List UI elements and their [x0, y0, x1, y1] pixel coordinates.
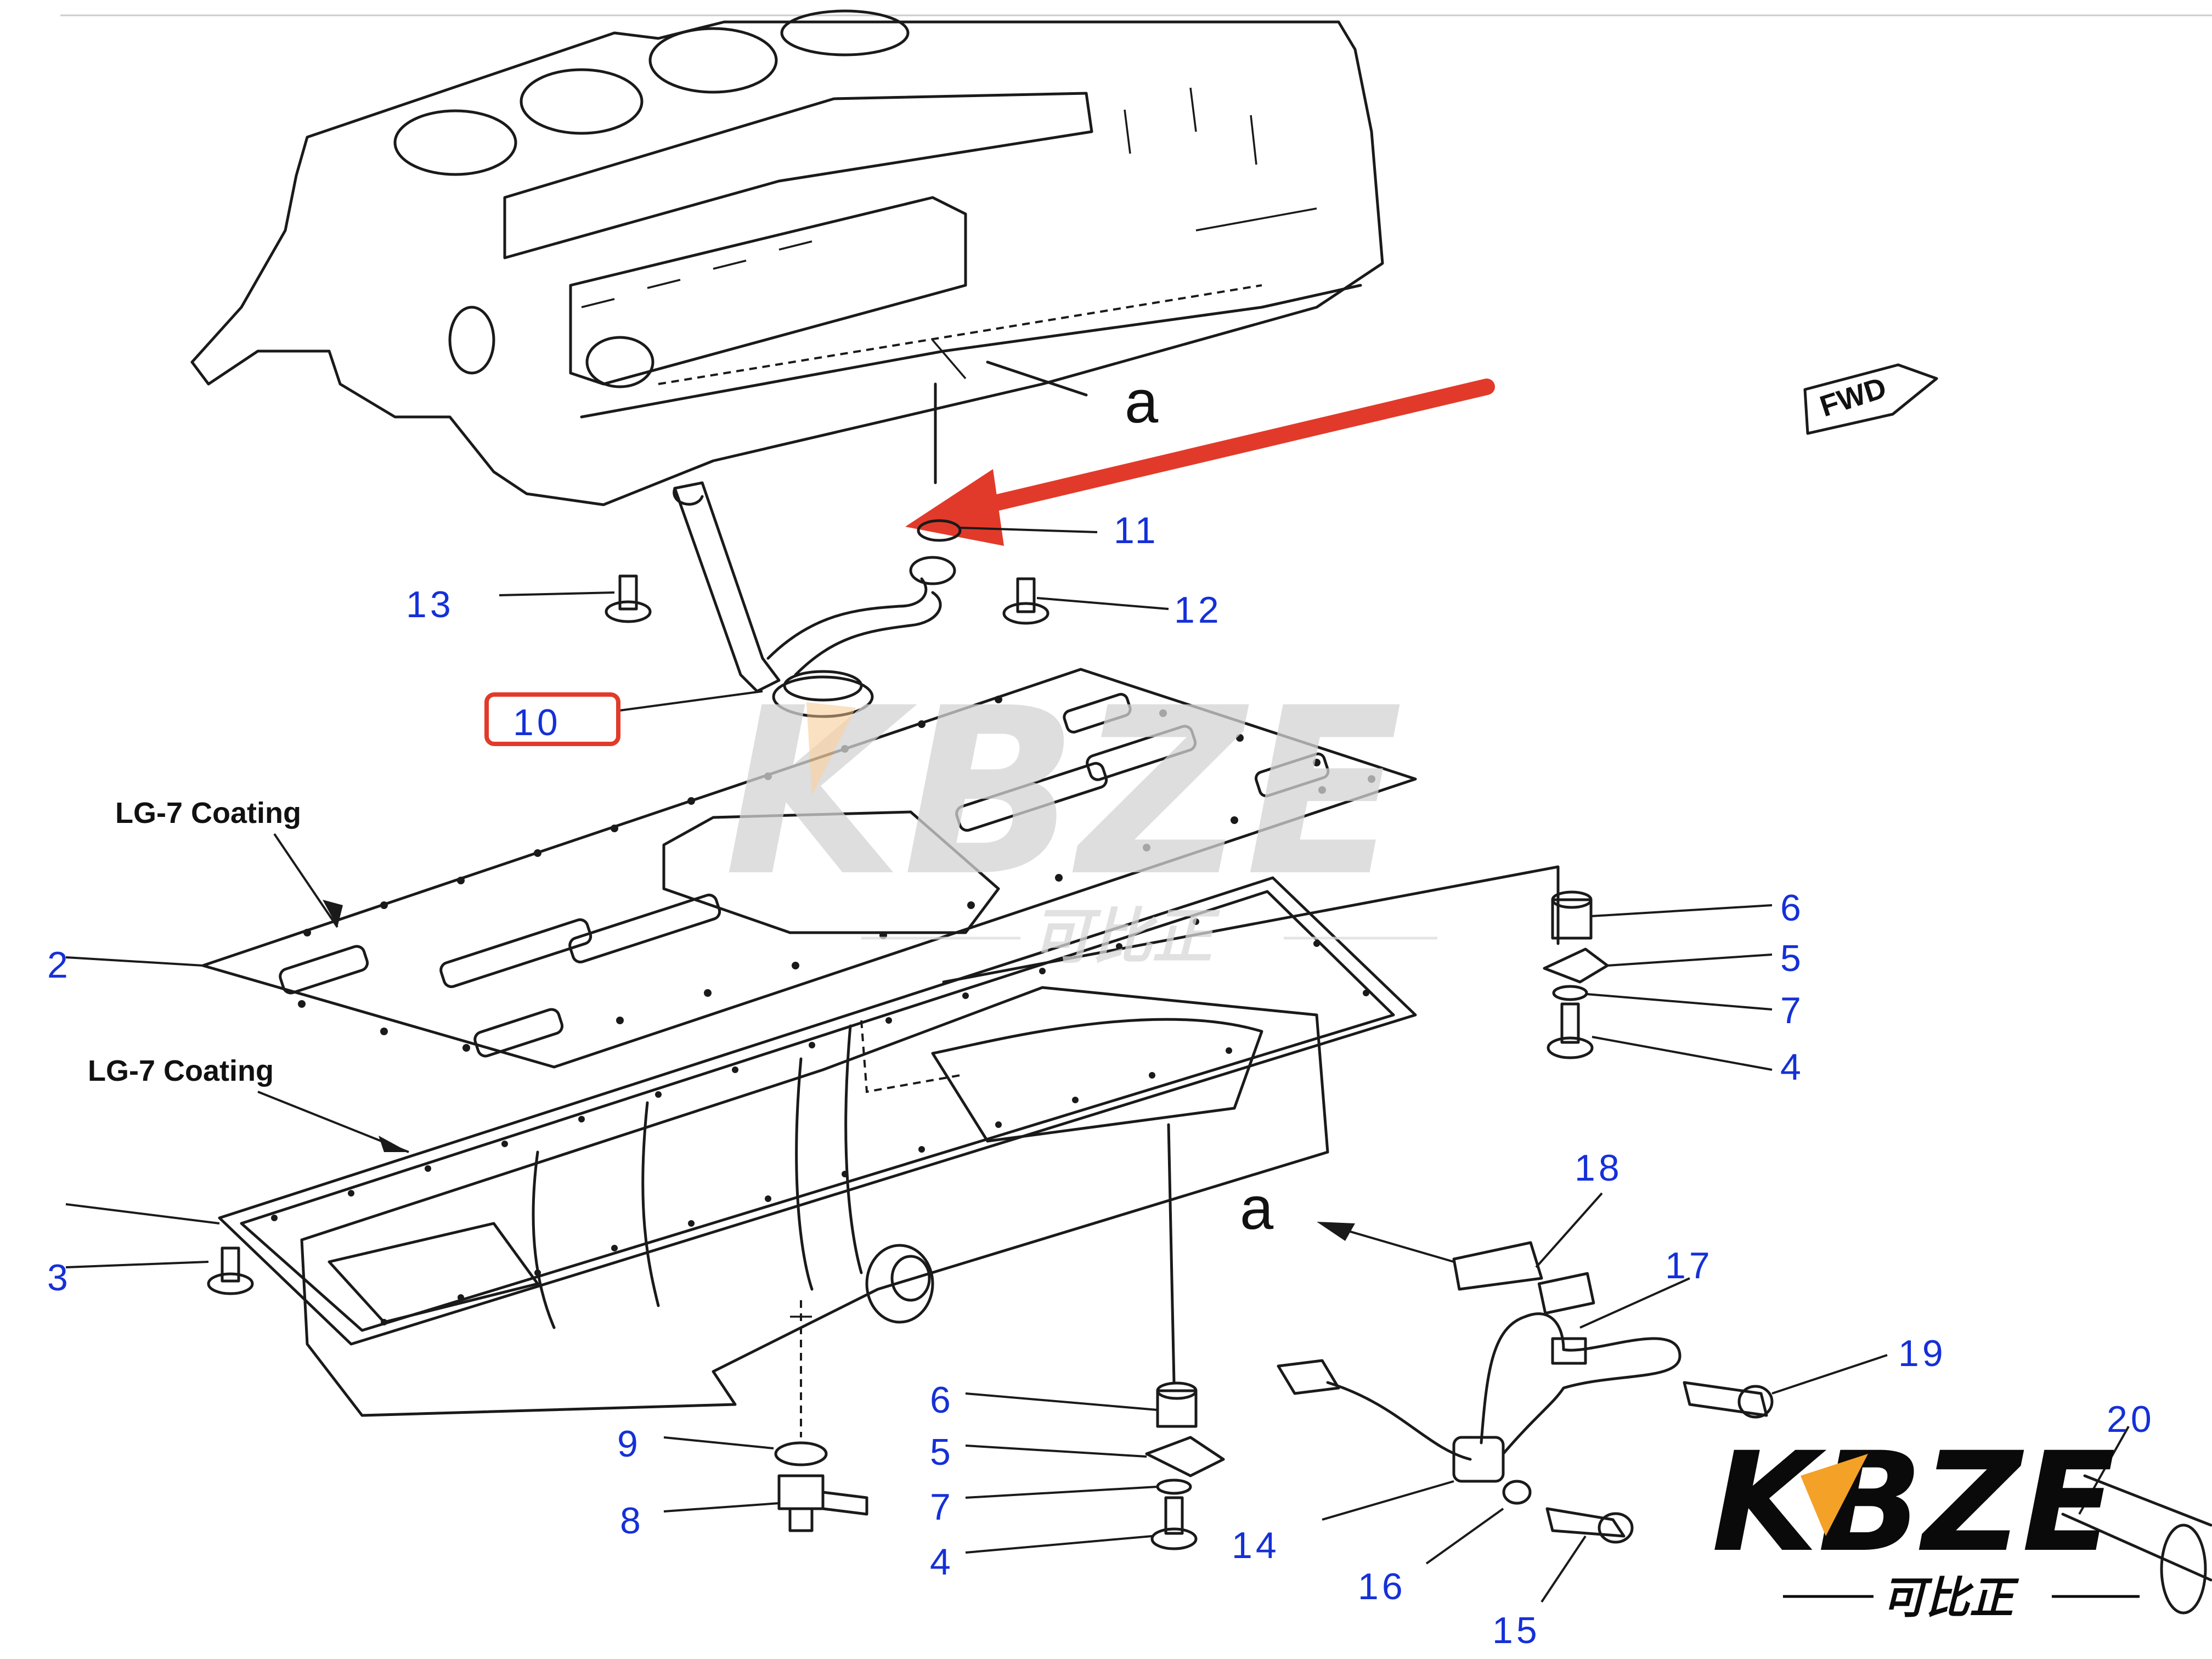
svg-text:KBZE: KBZE — [724, 659, 1403, 927]
corner-logo: KBZE 可比正 — [1712, 1423, 2140, 1623]
callout-17: 17 — [1665, 1245, 1713, 1286]
callout-5-upper: 5 — [1780, 938, 1804, 979]
highlight-arrow — [905, 379, 1495, 546]
bracket-5-lower — [1145, 1436, 1225, 1477]
callout-4-lower: 4 — [930, 1541, 954, 1583]
callout-15: 15 — [1492, 1610, 1541, 1651]
spacer-6-upper — [1551, 890, 1593, 940]
callout-5-lower: 5 — [930, 1431, 954, 1473]
callout-18: 18 — [1575, 1147, 1623, 1189]
callout-20: 20 — [2107, 1398, 2155, 1440]
gasket-plate — [201, 668, 1417, 1069]
coating-note-1: LG-7 Coating — [115, 797, 301, 830]
bolt-12 — [1002, 577, 1049, 625]
washer-7-lower — [1156, 1479, 1192, 1495]
callout-10-highlight-box — [484, 692, 620, 746]
svg-text:可比正: 可比正 — [1031, 901, 1221, 972]
ref-label-a-top: a — [1125, 368, 1159, 436]
callout-cut-left-1: 2 — [47, 944, 71, 986]
gasket-9 — [774, 1441, 828, 1466]
callout-4-upper: 4 — [1780, 1046, 1804, 1088]
fwd-label: FWD — [1816, 371, 1890, 423]
callout-9: 9 — [617, 1423, 641, 1465]
bracket-5-upper — [1543, 947, 1609, 984]
bolt-4-lower — [1150, 1496, 1198, 1550]
bolt-left-edge — [207, 1246, 254, 1295]
callout-19: 19 — [1898, 1333, 1946, 1374]
callout-14: 14 — [1232, 1525, 1280, 1566]
drain-boss — [865, 1244, 934, 1324]
bolt-4-upper — [1547, 1002, 1594, 1059]
callout-11: 11 — [1114, 510, 1159, 551]
oil-level-sensor-harness — [1277, 1241, 2212, 1615]
drain-plug-8 — [777, 1474, 868, 1532]
center-watermark: KBZE 可比正 — [724, 659, 1437, 972]
engine-block — [190, 9, 1384, 506]
svg-text:可比正: 可比正 — [1882, 1572, 2019, 1623]
callout-10: 10 — [513, 702, 561, 743]
coating-note-2: LG-7 Coating — [88, 1054, 274, 1087]
callout-7-lower: 7 — [930, 1486, 954, 1528]
o-ring-11 — [917, 519, 962, 542]
washer-7-upper — [1552, 985, 1588, 1001]
oil-pan — [218, 865, 1560, 1437]
bolt-13 — [605, 574, 652, 623]
spacer-6-lower — [1156, 1381, 1198, 1428]
callout-12: 12 — [1174, 589, 1222, 631]
callout-7-upper: 7 — [1780, 990, 1804, 1031]
fwd-direction-marker: FWD — [1803, 363, 1938, 435]
callout-8: 8 — [620, 1500, 644, 1542]
ref-arrow-bottom — [1317, 1222, 1355, 1241]
callout-cut-left-2: 3 — [47, 1257, 71, 1299]
callout-16: 16 — [1358, 1566, 1406, 1607]
callout-6-upper: 6 — [1780, 887, 1804, 929]
callout-leader-lines — [65, 527, 2130, 1603]
svg-text:KBZE: KBZE — [1712, 1423, 2115, 1582]
callout-13: 13 — [406, 584, 454, 625]
ref-label-a-bottom: a — [1240, 1175, 1274, 1242]
callout-6-lower: 6 — [930, 1379, 954, 1421]
